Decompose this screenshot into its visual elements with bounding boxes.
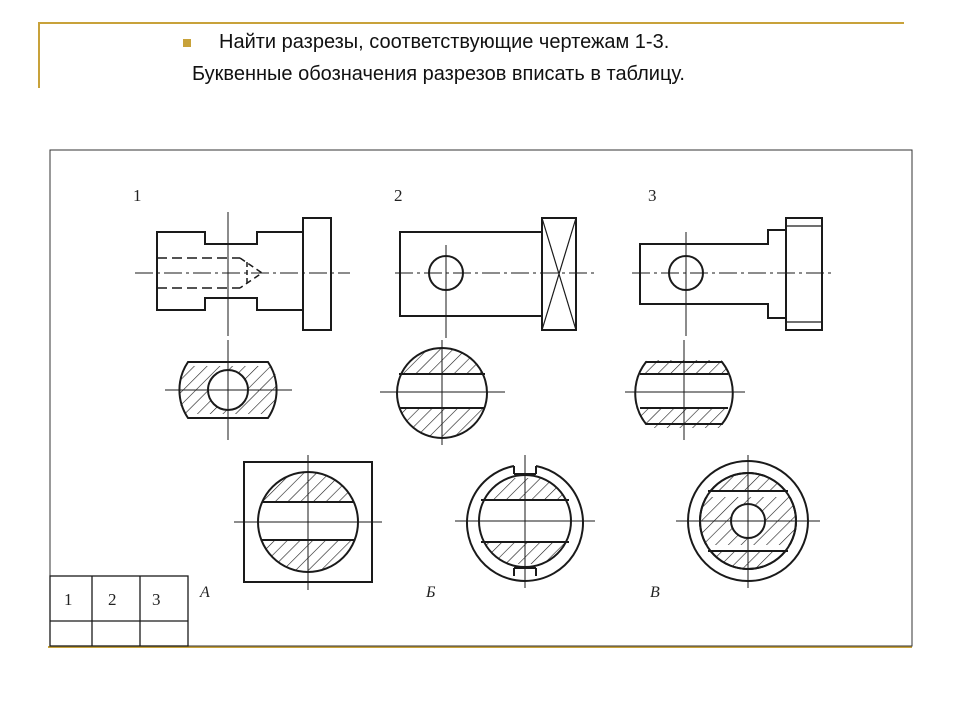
- section-label-v: В: [650, 584, 660, 601]
- slide-frame-top: [38, 22, 904, 24]
- bullet-icon: [183, 39, 191, 47]
- slide-frame-bottom: [48, 646, 912, 648]
- table-header-2: 2: [108, 590, 117, 609]
- view-1-shaft: [135, 212, 350, 336]
- section-label-a: А: [199, 584, 210, 601]
- drawing-sheet-border: [49, 149, 913, 647]
- view-3-section: [625, 340, 745, 440]
- section-a: [234, 455, 382, 590]
- view-2-section: [380, 340, 505, 445]
- answer-table: [49, 575, 189, 647]
- slide-frame-left: [38, 22, 40, 88]
- task-text-line-1: Найти разрезы, соответствующие чертежам …: [219, 31, 670, 53]
- view-label-2: 2: [394, 186, 403, 205]
- view-label-1: 1: [133, 186, 142, 205]
- table-header-3: 3: [152, 590, 161, 609]
- view-2-shaft: [395, 217, 595, 338]
- task-text-line-2: Буквенные обозначения разрезов вписать в…: [192, 63, 685, 85]
- section-v: [676, 455, 820, 588]
- view-1-section: [165, 340, 292, 440]
- table-header-1: 1: [64, 590, 73, 609]
- view-3-shaft: [632, 217, 835, 336]
- section-b: [455, 455, 595, 588]
- section-label-b: Б: [425, 584, 436, 601]
- view-label-3: 3: [648, 186, 657, 205]
